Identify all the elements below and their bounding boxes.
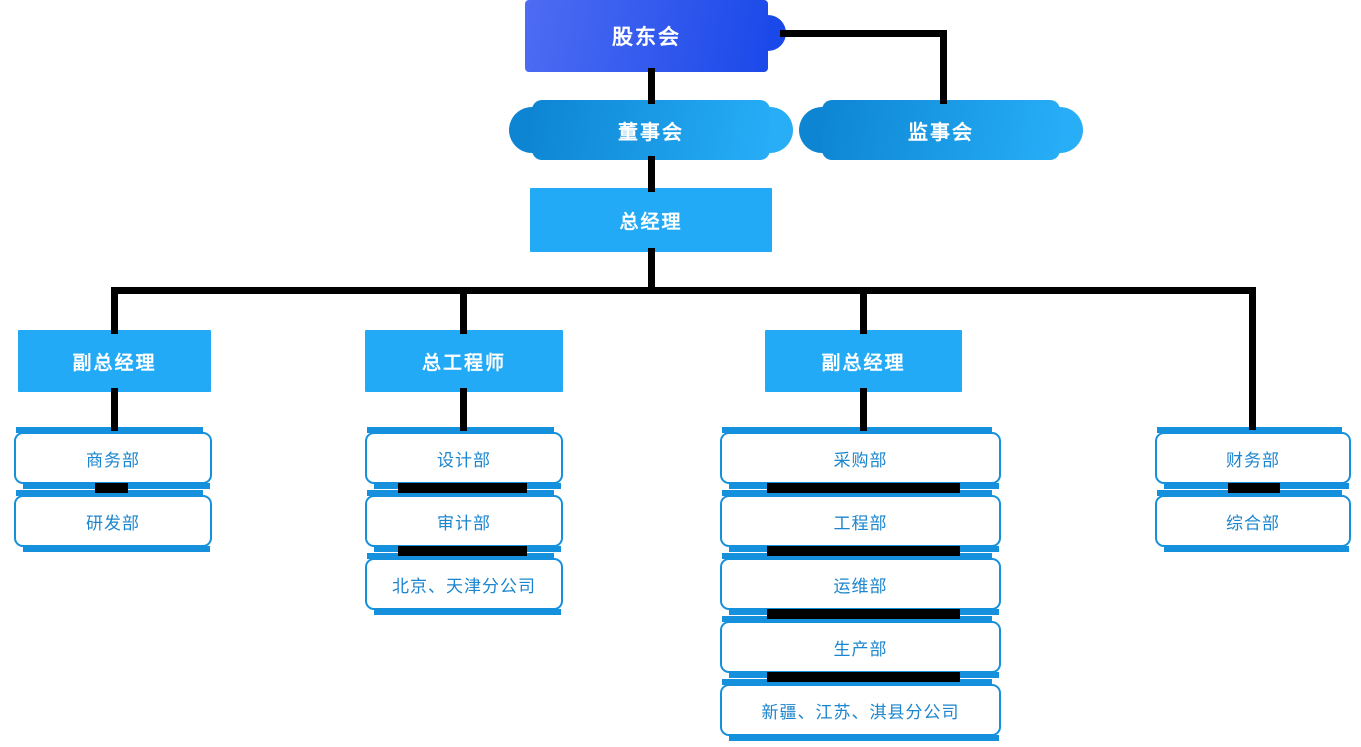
dept-node-rnd: 研发部 — [14, 490, 212, 552]
dept-top-bar — [1157, 490, 1342, 496]
dept-label: 财务部 — [1226, 450, 1280, 470]
dept-label: 运维部 — [833, 576, 888, 596]
dept-label: 设计部 — [437, 450, 491, 470]
dept-bottom-bar — [374, 609, 561, 615]
dept-label: 研发部 — [86, 513, 140, 533]
dept-top-bar — [16, 427, 203, 433]
node-shareholders-label: 股东会 — [612, 26, 681, 49]
dept-top-bar — [1157, 427, 1342, 433]
node-deputy-gm-left: 副总经理 — [18, 330, 211, 392]
dept-node-design: 设计部 — [365, 427, 563, 489]
connector-band-col4-1 — [1228, 483, 1280, 493]
dept-node-regional-branches: 新疆、江苏、淇县分公司 — [720, 679, 1001, 741]
connector-band-col3-4 — [767, 672, 960, 682]
connector-band-col1-1 — [95, 483, 128, 493]
node-chief-engineer: 总工程师 — [365, 330, 563, 392]
connector-band-col2-1 — [398, 483, 527, 493]
connector-shareholders-board — [648, 68, 655, 104]
dept-label: 综合部 — [1226, 513, 1280, 533]
dept-label: 采购部 — [833, 450, 888, 470]
dept-label: 生产部 — [833, 639, 888, 659]
connector-drop-finance-column — [1249, 287, 1256, 430]
connector-band-col3-3 — [767, 609, 960, 619]
connector-drop-chief-engineer — [460, 287, 467, 334]
dept-top-bar — [16, 490, 203, 496]
connector-main-horizontal — [112, 287, 1256, 294]
connector-gm-trunk — [648, 248, 655, 290]
node-supervisors-label: 监事会 — [908, 121, 974, 144]
dept-top-bar — [722, 679, 992, 685]
dept-label: 审计部 — [437, 513, 491, 533]
dept-bottom-bar — [1164, 546, 1349, 552]
dept-label: 商务部 — [86, 450, 140, 470]
dept-node-audit: 审计部 — [365, 490, 563, 552]
node-general-manager: 总经理 — [530, 188, 772, 252]
dept-node-beijing-tianjin-branches: 北京、天津分公司 — [365, 553, 563, 615]
node-board: 董事会 — [532, 100, 770, 160]
connector-band-col3-1 — [767, 483, 960, 493]
dept-top-bar — [367, 553, 554, 559]
dept-node-procurement: 采购部 — [720, 427, 1001, 489]
connector-shareholders-supervisors-horizontal — [780, 30, 947, 37]
dept-top-bar — [722, 553, 992, 559]
node-chief-engineer-label: 总工程师 — [421, 352, 506, 374]
dept-top-bar — [367, 490, 554, 496]
connector-drop-deputy-gm-left — [111, 287, 118, 334]
connector-chief-engineer-depts — [460, 388, 467, 431]
connector-deputy-gm-left-depts — [111, 388, 118, 431]
connector-shareholders-supervisors-vertical — [940, 30, 947, 104]
dept-label: 工程部 — [833, 513, 888, 533]
node-deputy-gm-right: 副总经理 — [765, 330, 962, 392]
node-supervisors: 监事会 — [822, 100, 1060, 160]
dept-node-operations: 运维部 — [720, 553, 1001, 615]
connector-band-col2-2 — [398, 546, 527, 556]
node-deputy-gm-right-label: 副总经理 — [821, 352, 906, 374]
dept-bottom-bar — [729, 735, 999, 741]
connector-deputy-gm-right-depts — [860, 388, 867, 431]
node-shareholders: 股东会 — [525, 0, 768, 72]
connector-band-col3-2 — [767, 546, 960, 556]
dept-node-production: 生产部 — [720, 616, 1001, 678]
dept-node-commerce: 商务部 — [14, 427, 212, 489]
dept-node-finance: 财务部 — [1155, 427, 1351, 489]
node-board-label: 董事会 — [618, 121, 684, 144]
dept-label: 北京、天津分公司 — [392, 576, 536, 596]
dept-node-general-affairs: 综合部 — [1155, 490, 1351, 552]
dept-top-bar — [722, 616, 992, 622]
connector-drop-deputy-gm-right — [860, 287, 867, 334]
connector-board-gm — [648, 156, 655, 192]
dept-top-bar — [722, 427, 992, 433]
dept-label: 新疆、江苏、淇县分公司 — [761, 702, 960, 722]
dept-node-engineering: 工程部 — [720, 490, 1001, 552]
dept-bottom-bar — [23, 546, 210, 552]
node-general-manager-label: 总经理 — [619, 211, 683, 233]
node-deputy-gm-left-label: 副总经理 — [72, 352, 157, 374]
dept-top-bar — [722, 490, 992, 496]
